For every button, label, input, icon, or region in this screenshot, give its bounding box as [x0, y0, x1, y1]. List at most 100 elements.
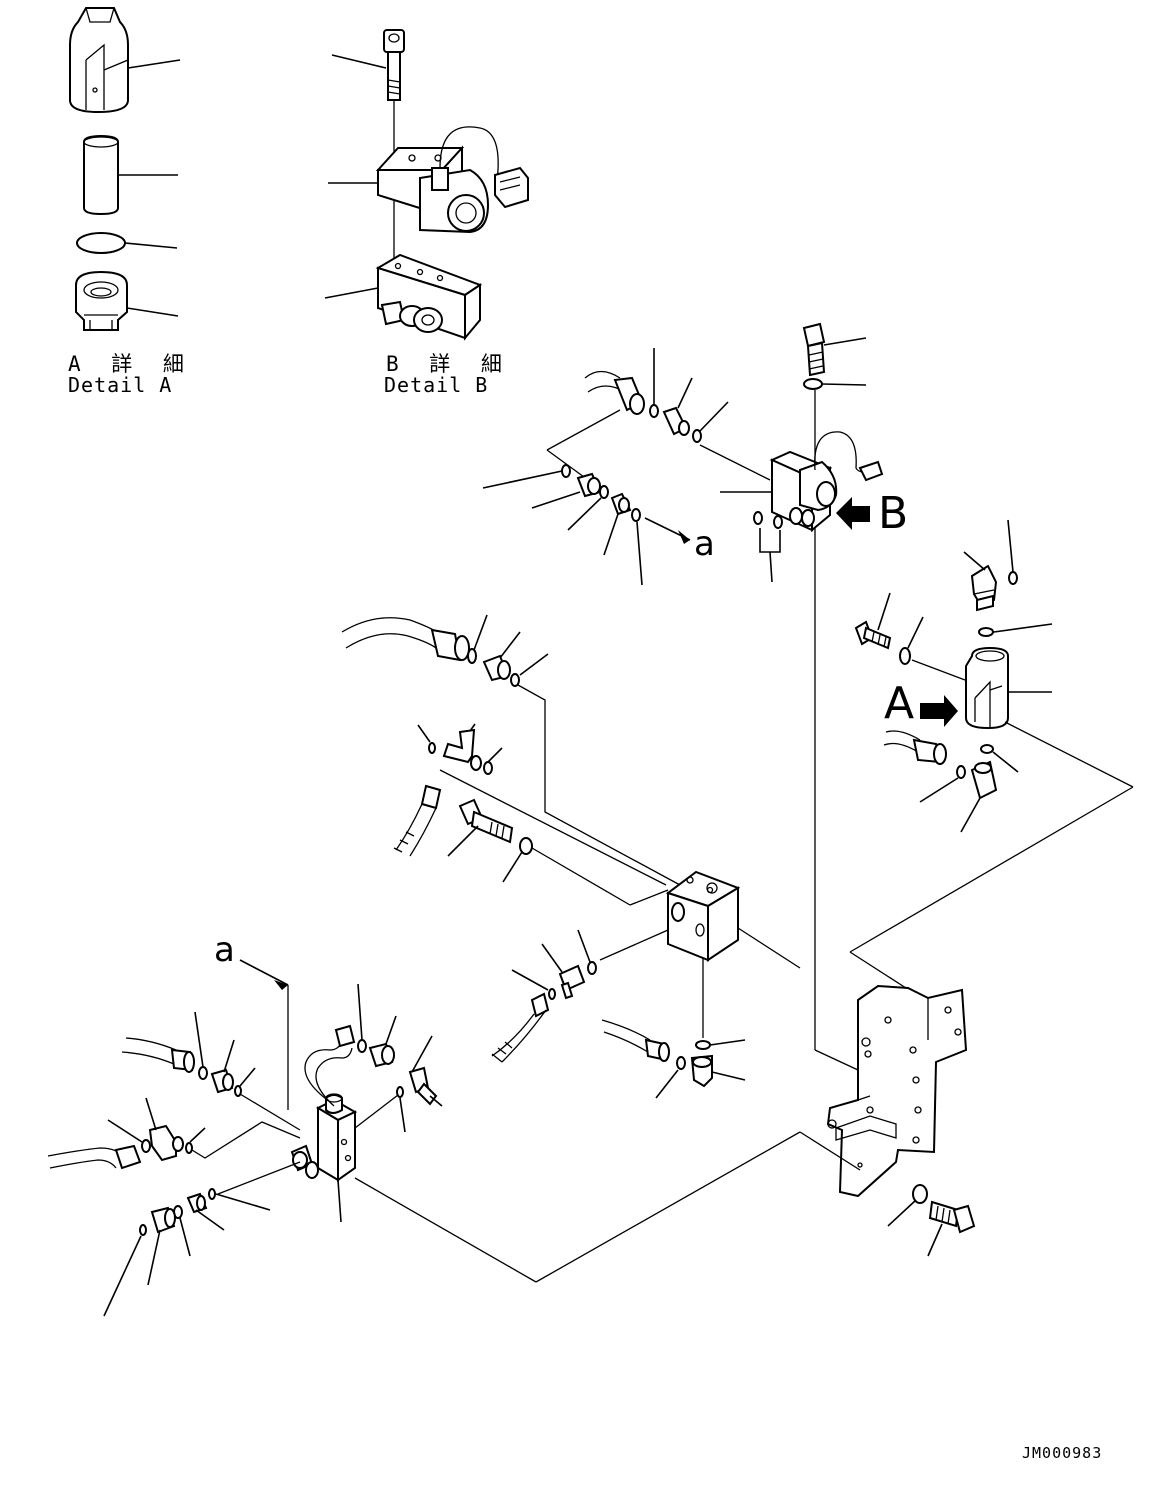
- center-line: [1004, 721, 1134, 788]
- middle-bolt: [458, 798, 514, 844]
- lower-left-elbow-right: [408, 1066, 438, 1106]
- o-ring: [198, 1066, 208, 1080]
- leader-line: [331, 54, 387, 69]
- o-ring: [587, 961, 597, 975]
- o-ring: [773, 515, 783, 529]
- leader-line: [711, 1071, 746, 1081]
- lower-middle-hose: [601, 1019, 670, 1062]
- lower-middle-elbow: [690, 1054, 713, 1088]
- center-line: [217, 1161, 301, 1195]
- o-ring: [396, 1086, 404, 1098]
- middle-lower-hose: [393, 784, 442, 857]
- o-ring: [978, 627, 994, 637]
- center-line: [531, 847, 631, 906]
- side-bolt: [854, 620, 892, 650]
- leader-line: [699, 401, 729, 432]
- o-ring: [234, 1085, 242, 1097]
- leader-line: [147, 1229, 161, 1286]
- leader-line: [677, 377, 693, 409]
- leader-line: [429, 1095, 443, 1107]
- middle-nipple: [482, 654, 511, 682]
- adapter-fitting: [662, 406, 690, 436]
- detail-a-title-en: Detail A: [68, 373, 173, 397]
- leader-line: [919, 777, 959, 803]
- detail-b-bolt: [383, 29, 405, 101]
- middle-elbow: [442, 728, 482, 771]
- leader-line: [499, 631, 521, 659]
- o-ring: [1008, 571, 1018, 585]
- o-ring: [483, 761, 493, 775]
- filled-arrow-icon: [836, 497, 870, 530]
- filled-arrow-icon: [920, 695, 958, 727]
- detail-a-filter-head: [75, 270, 128, 331]
- leader-line: [107, 1119, 143, 1143]
- lower-left-end-fitting: [150, 1206, 176, 1234]
- middle-small-hose: [491, 992, 550, 1063]
- lower-left-small-nipple: [186, 1192, 208, 1214]
- leader-line: [239, 1067, 256, 1087]
- leader-line: [194, 1011, 204, 1068]
- leader-line: [655, 1069, 679, 1099]
- side-filter-housing: [965, 646, 1009, 730]
- leader-line: [399, 1097, 406, 1133]
- center-line: [849, 786, 1134, 953]
- upper-bolt: [802, 322, 826, 377]
- o-ring: [695, 1040, 711, 1050]
- center-line: [546, 409, 621, 451]
- o-ring: [676, 1056, 686, 1070]
- upper-hose: [584, 370, 645, 415]
- middle-switch-fitting: [558, 964, 586, 1000]
- upper-solenoid-valve: [769, 431, 884, 533]
- detail-a-filter-element: [83, 134, 119, 216]
- leader-line: [603, 513, 619, 556]
- center-line: [354, 1094, 399, 1129]
- leader-line: [473, 614, 488, 651]
- leader-line: [103, 1235, 142, 1317]
- leader-line: [927, 1223, 943, 1257]
- leader-line: [877, 592, 891, 631]
- detail-b-solenoid-valve: [375, 126, 529, 234]
- leader-line: [324, 287, 379, 299]
- o-ring: [980, 744, 994, 754]
- detail-a-o-ring: [76, 232, 126, 254]
- o-ring: [428, 742, 436, 754]
- leader-line: [127, 59, 181, 69]
- leader-line: [189, 1127, 206, 1143]
- o-ring: [753, 511, 763, 525]
- middle-manifold-block: [665, 870, 741, 962]
- o-ring: [185, 1142, 193, 1154]
- leader-bracket: [759, 528, 781, 583]
- connection-a-label-left: a: [214, 930, 235, 970]
- o-ring: [357, 1039, 367, 1053]
- leader-line: [417, 724, 431, 743]
- washer: [519, 837, 533, 855]
- center-line: [354, 1177, 537, 1283]
- leader-line: [993, 623, 1053, 633]
- leader-line: [511, 969, 549, 991]
- leader-line: [411, 1035, 433, 1073]
- leader-line: [887, 1199, 917, 1227]
- lower-left-valve: [290, 1024, 358, 1182]
- leader-line: [357, 983, 363, 1041]
- leader-line: [179, 1217, 191, 1257]
- leader-line: [124, 242, 178, 249]
- drawing-code: JM000983: [1022, 1444, 1103, 1462]
- leader-line: [215, 1193, 271, 1211]
- leader-line: [907, 616, 924, 649]
- leader-line: [821, 383, 867, 386]
- elbow-fitting: [970, 564, 998, 612]
- center-line: [191, 1121, 301, 1159]
- lower-left-union: [368, 1042, 395, 1068]
- leader-line: [709, 1039, 746, 1046]
- leader-line: [337, 1179, 342, 1223]
- o-ring: [139, 1224, 147, 1236]
- lower-left-elbow: [47, 1124, 184, 1170]
- center-line: [535, 1131, 801, 1283]
- lower-left-nipple: [210, 1068, 234, 1094]
- leader-line: [482, 470, 563, 489]
- bracket-bolt: [928, 1200, 976, 1234]
- connection-a-label-right: a: [694, 524, 715, 564]
- center-line: [737, 927, 801, 969]
- lower-left-upper-hose: [121, 1037, 195, 1073]
